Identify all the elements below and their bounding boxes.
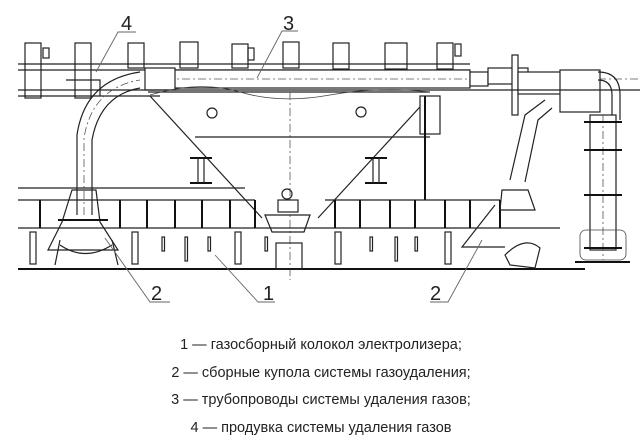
label-4: 4	[121, 13, 132, 35]
label-2-right: 2	[430, 283, 441, 305]
stiffener	[234, 231, 242, 265]
label-1: 1	[263, 283, 274, 305]
right-inclined-pipe	[509, 99, 553, 183]
slot	[207, 236, 212, 252]
stiffener	[334, 231, 342, 265]
leader-lines	[95, 30, 483, 303]
i-beams	[190, 157, 387, 184]
figure-caption: 1 — газосборный колокол электролизера; 2…	[0, 332, 642, 442]
slot	[184, 236, 189, 262]
stiffener	[131, 231, 139, 265]
stiffener	[29, 231, 37, 265]
slot	[161, 236, 166, 252]
label-3: 3	[283, 13, 294, 35]
stiffener	[444, 231, 452, 265]
purge-bend-pipe	[66, 71, 141, 215]
slot	[394, 236, 399, 262]
slot	[369, 236, 374, 252]
center-hood	[264, 188, 311, 270]
right-downcomer	[575, 114, 630, 263]
caption-item-3: 3 — трубопроводы системы удаления газов;	[171, 392, 471, 408]
caption-item-2: 2 — сборные купола системы газоудаления;	[171, 364, 471, 381]
caption-item-1: 1 — газосборный колокол электролизера;	[180, 337, 462, 353]
slot	[264, 236, 269, 252]
gas-pipeline	[18, 54, 640, 120]
caption-item-4: 4 — продувка системы удаления газов	[190, 419, 452, 436]
label-2-left: 2	[151, 283, 162, 305]
slot	[414, 236, 419, 252]
right-collecting-hood	[460, 189, 541, 269]
electrolyzer-gas-collection-drawing: 4 3 2 1 2	[18, 13, 640, 305]
